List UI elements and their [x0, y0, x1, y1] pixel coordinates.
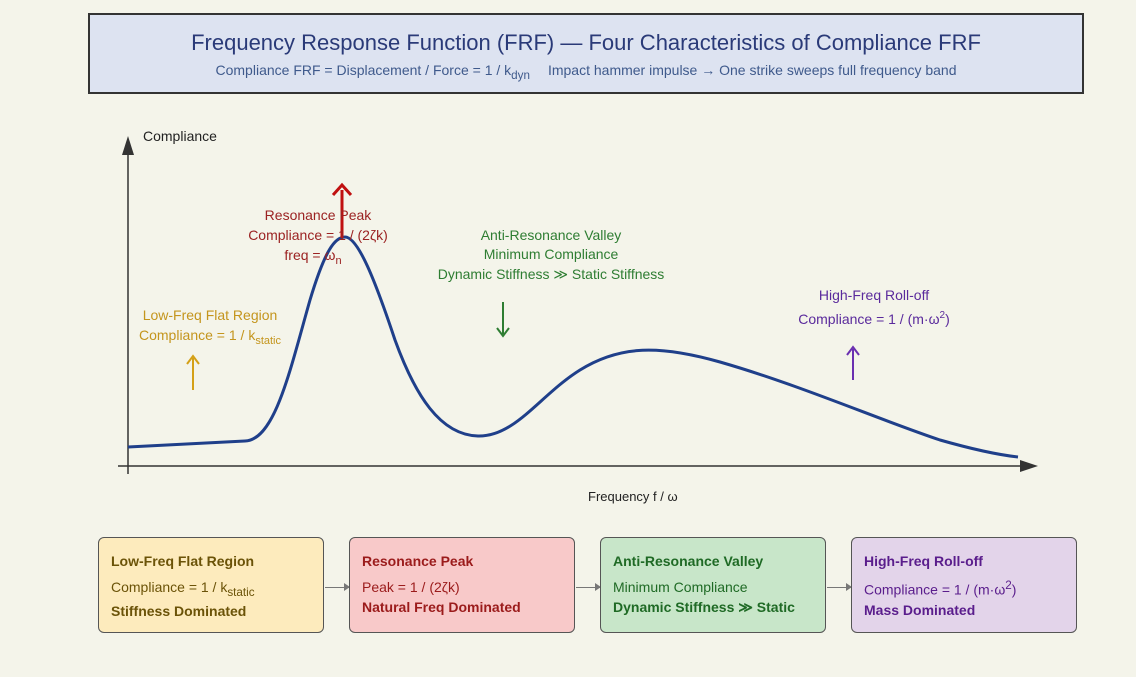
- low-freq-arrow-icon: [186, 354, 200, 365]
- box-formula: Peak = 1 / (2ζk): [362, 579, 460, 595]
- resonance-arrow-icon: [331, 182, 353, 197]
- box-dominance: Stiffness Dominated: [111, 602, 247, 619]
- summary-box-high-freq: High-Freq Roll-off Compliance = 1 / (m·ω…: [851, 537, 1077, 633]
- high-freq-arrow-icon: [846, 345, 860, 356]
- x-axis-arrow-icon: [1020, 460, 1038, 472]
- box-formula: Minimum Compliance: [613, 579, 748, 595]
- high-freq-label: High-Freq Roll-off: [819, 287, 929, 303]
- header-banner: Frequency Response Function (FRF) — Four…: [88, 13, 1084, 94]
- connector-arrow-icon: [827, 583, 852, 591]
- page-title: Frequency Response Function (FRF) — Four…: [191, 30, 981, 55]
- x-axis-label: Frequency f / ω: [588, 489, 678, 504]
- high-freq-formula: Compliance = 1 / (m·ω2): [798, 310, 950, 327]
- box-dominance: Natural Freq Dominated: [362, 599, 521, 615]
- resonance-label: Resonance Peak: [265, 207, 373, 223]
- formula-text: Compliance FRF = Displacement / Force = …: [215, 62, 512, 78]
- box-formula: Compliance = 1 / (m·ω2): [864, 579, 1017, 598]
- box-title: Resonance Peak: [362, 553, 474, 569]
- box-title: Low-Freq Flat Region: [111, 553, 255, 569]
- summary-box-low-freq: Low-Freq Flat Region Compliance = 1 / ks…: [98, 537, 324, 633]
- box-dominance: Dynamic Stiffness ≫ Static: [613, 599, 795, 615]
- box-dominance: Mass Dominated: [864, 601, 976, 618]
- page-subtitle: Compliance FRF = Displacement / Force = …: [90, 62, 1082, 82]
- connector-arrow-icon: [576, 583, 601, 591]
- summary-box-resonance: Resonance Peak Peak = 1 / (2ζk) Natural …: [349, 537, 575, 633]
- low-freq-formula: Compliance = 1 / kstatic: [139, 327, 282, 347]
- low-freq-label: Low-Freq Flat Region: [143, 307, 278, 323]
- anti-stiffness-note: Dynamic Stiffness ≫ Static Stiffness: [438, 266, 665, 282]
- box-formula: Compliance = 1 / kstatic: [111, 579, 255, 599]
- anti-label: Anti-Resonance Valley: [481, 227, 622, 243]
- y-axis-arrow-icon: [122, 136, 134, 155]
- summary-box-anti-resonance: Anti-Resonance Valley Minimum Compliance…: [600, 537, 826, 633]
- y-axis-label: Compliance: [143, 128, 217, 144]
- connector-arrow-icon: [325, 583, 350, 591]
- impact-note: Impact hammer impulse → One strike sweep…: [547, 62, 957, 78]
- formula-subscript: dyn: [511, 68, 530, 82]
- resonance-frequency: freq = ωn: [284, 247, 341, 267]
- box-title: Anti-Resonance Valley: [613, 553, 764, 569]
- box-title: High-Freq Roll-off: [864, 553, 983, 569]
- frf-curve: [127, 235, 1019, 459]
- anti-min-compliance: Minimum Compliance: [484, 246, 619, 262]
- resonance-formula: Compliance = 1 / (2ζk): [248, 227, 388, 243]
- anti-arrow-icon: [496, 327, 510, 338]
